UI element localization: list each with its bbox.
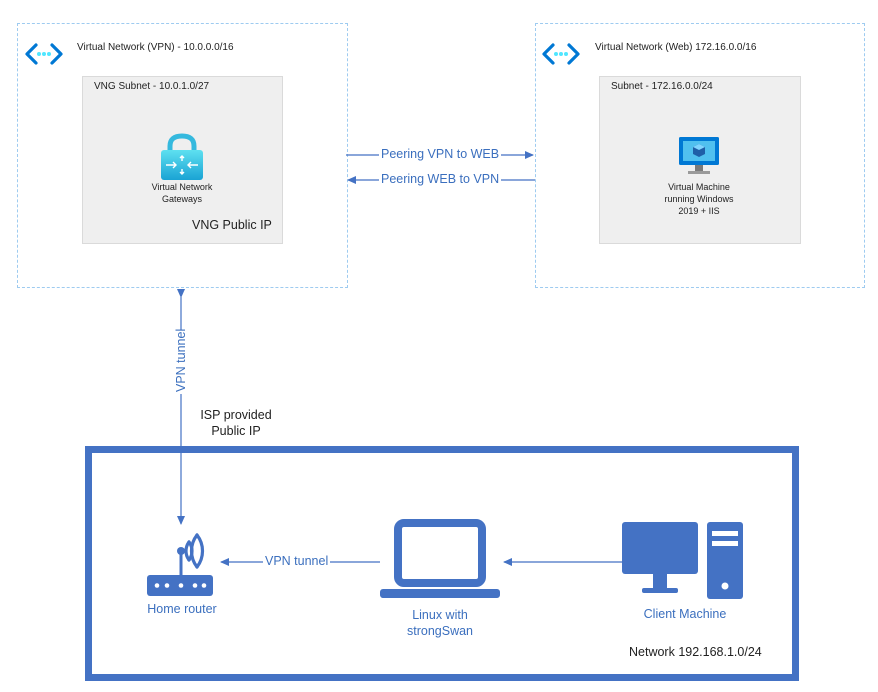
vng-label: Virtual Network Gateways [132, 181, 232, 205]
vnet-vpn-icon [25, 43, 63, 65]
vm-label-line1: Virtual Machine [668, 182, 730, 192]
home-router-label: Home router [147, 602, 217, 616]
vng-lock-icon [161, 133, 203, 180]
home-network-box [85, 446, 799, 681]
home-router-icon [147, 533, 213, 596]
isp-ip-line2: Public IP [211, 424, 261, 438]
vm-label-line2: running Windows [664, 194, 734, 204]
web-subnet-title: Subnet - 172.16.0.0/24 [611, 81, 713, 92]
vnet-web-title: Virtual Network (Web) 172.16.0.0/16 [595, 42, 757, 53]
vm-label: Virtual Machine running Windows 2019 + I… [649, 181, 749, 217]
linux-label: Linux with strongSwan [385, 607, 495, 639]
vng-subnet-title: VNG Subnet - 10.0.1.0/27 [94, 81, 210, 92]
vng-public-ip-label: VNG Public IP [192, 218, 272, 232]
peering-web-to-vpn-label: Peering WEB to VPN [379, 172, 502, 186]
isp-ip-line1: ISP provided [200, 408, 272, 422]
laptop-icon [380, 519, 500, 598]
home-network-label: Network 192.168.1.0/24 [629, 645, 762, 659]
linux-label-line1: Linux with [412, 608, 468, 622]
isp-ip-label: ISP provided Public IP [196, 407, 276, 439]
vpn-tunnel-vertical-label: VPN tunnel [149, 329, 213, 394]
vnet-web-icon [542, 43, 580, 65]
vng-label-line1: Virtual Network [151, 182, 213, 192]
virtual-machine-icon [679, 137, 719, 174]
client-machine-icon [622, 522, 743, 599]
linux-label-line2: strongSwan [406, 624, 473, 638]
vpn-tunnel-vertical-text: VPN tunnel [174, 328, 188, 394]
client-machine-label: Client Machine [643, 607, 727, 621]
vnet-vpn-title: Virtual Network (VPN) - 10.0.0.0/16 [77, 42, 234, 53]
vpn-tunnel-horizontal-label: VPN tunnel [263, 554, 331, 568]
vng-label-line2: Gateways [161, 194, 203, 204]
peering-vpn-to-web-label: Peering VPN to WEB [379, 147, 502, 161]
vm-label-line3: 2019 + IIS [678, 206, 720, 216]
